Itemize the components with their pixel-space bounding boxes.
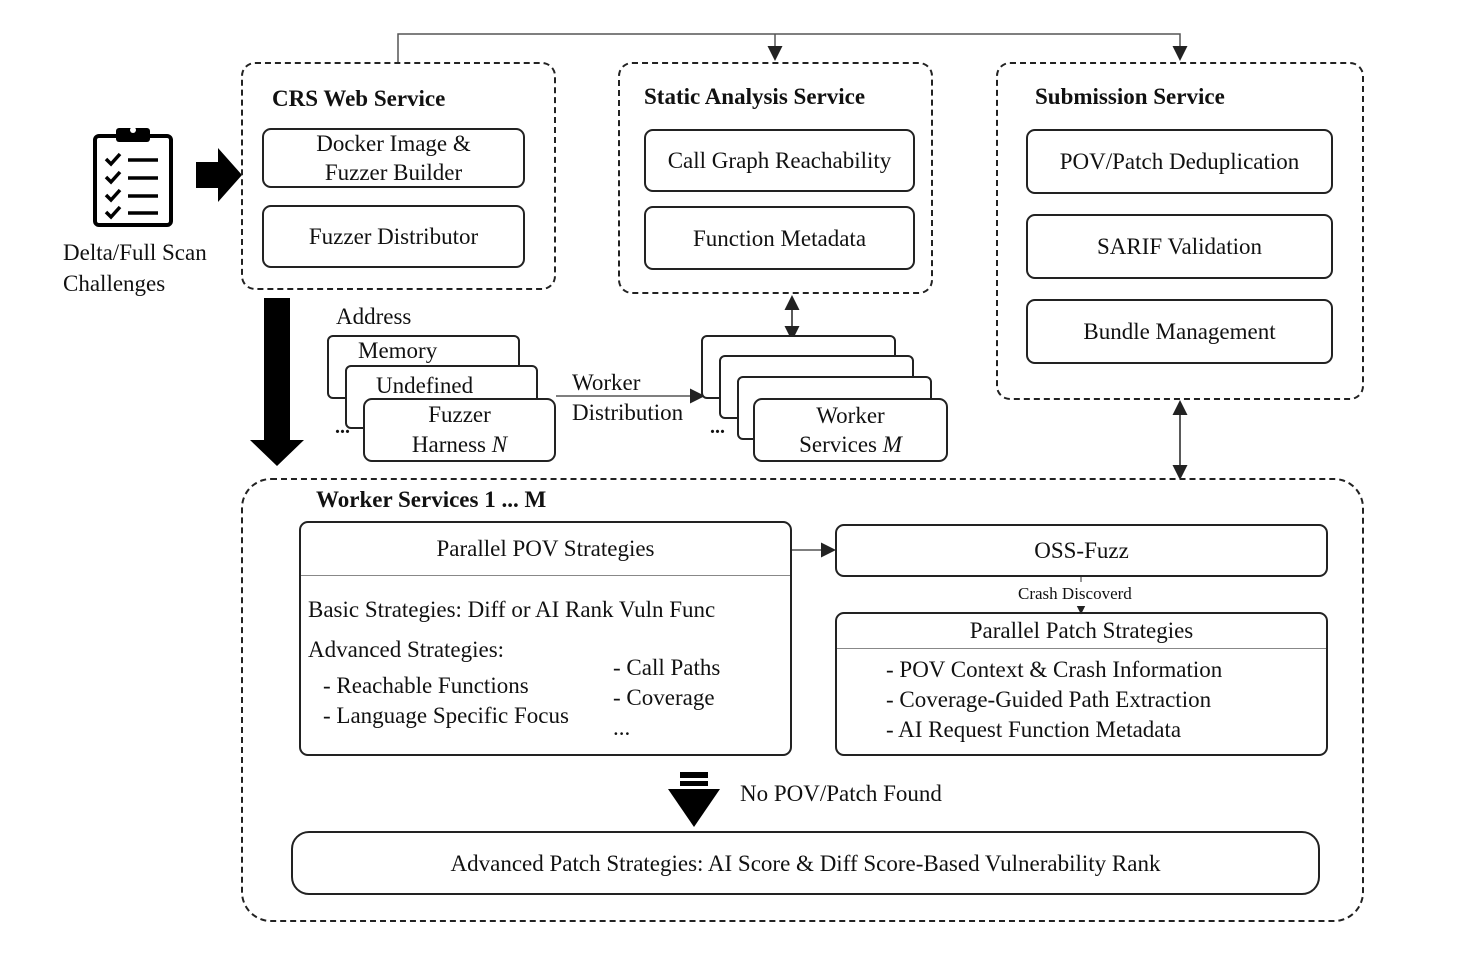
docker-fuzzer-builder-box: Docker Image & Fuzzer Builder [262,128,525,188]
pov-strategies-header: Parallel POV Strategies [301,523,790,576]
pov-strategies-title: Parallel POV Strategies [436,536,655,561]
advanced-patch-strategies-box: Advanced Patch Strategies: AI Score & Di… [291,831,1320,895]
harness-layer-memory: Memory [358,338,438,363]
input-label-line2: Challenges [63,271,166,296]
no-pov-patch-found-label: No POV/Patch Found [740,781,942,806]
worker-distribution-label: Worker Distribution [572,370,684,425]
worker-services-m-label: Worker Services M [799,403,902,457]
static-analysis-title: Static Analysis Service [644,84,866,109]
bundle-management-box: Bundle Management [1026,299,1333,364]
input-block-arrow [196,148,242,202]
pov-item-ellipsis: ... [613,715,631,740]
pov-patch-dedup-box: POV/Patch Deduplication [1026,129,1333,194]
pov-item-coverage: - Coverage [613,685,715,710]
worker-services-m-box: Worker Services M [753,398,948,462]
patch-strategies-box: Parallel Patch Strategies - POV Context … [835,612,1328,756]
fuzzer-harness-n-box: Fuzzer Harness N [363,398,556,462]
pov-item-reachable: - Reachable Functions [323,673,529,698]
input-label-line1: Delta/Full Scan [63,240,207,265]
submission-service-title: Submission Service [1035,84,1225,109]
worker-stack-ellipsis: ... [710,416,725,438]
harness-layer-undefined: Undefined [376,373,474,398]
pov-item-call-paths: - Call Paths [613,655,721,680]
top-bus-connector [397,33,1188,62]
patch-strategies-title: Parallel Patch Strategies [969,618,1194,643]
harness-layer-address: Address [336,304,412,329]
patch-strategies-header: Parallel Patch Strategies [837,614,1326,649]
submission-service-group [996,62,1364,400]
static-analysis-service-group [618,62,933,294]
clipboard-checklist-icon [92,126,174,228]
sarif-validation-box: SARIF Validation [1026,214,1333,279]
worker-services-group [241,478,1364,922]
oss-fuzz-box: OSS-Fuzz [835,524,1328,577]
pov-item-language: - Language Specific Focus [323,703,569,728]
fuzzer-distributor-box: Fuzzer Distributor [262,205,525,268]
crash-discovered-label: Crash Discoverd [1018,582,1132,606]
function-metadata-box: Function Metadata [644,206,915,270]
patch-item-pov-context: - POV Context & Crash Information [886,657,1223,682]
harness-ellipsis: ... [335,416,350,438]
patch-item-coverage-guided: - Coverage-Guided Path Extraction [886,687,1212,712]
pov-advanced-strategies: Advanced Strategies: [308,637,505,662]
call-graph-reachability-box: Call Graph Reachability [644,129,915,192]
fuzzer-harness-n-label: Fuzzer Harness N [411,402,508,457]
no-found-arrow [668,772,720,827]
pov-strategies-box: Parallel POV Strategies Basic Strategies… [299,521,792,756]
crs-web-service-title: CRS Web Service [272,86,446,111]
crs-to-workers-big-arrow [250,298,304,466]
pov-basic-strategies: Basic Strategies: Diff or AI Rank Vuln F… [308,597,716,622]
worker-services-title: Worker Services 1 ... M [316,487,547,512]
crs-web-service-group [241,62,556,290]
patch-item-ai-request: - AI Request Function Metadata [886,717,1182,742]
